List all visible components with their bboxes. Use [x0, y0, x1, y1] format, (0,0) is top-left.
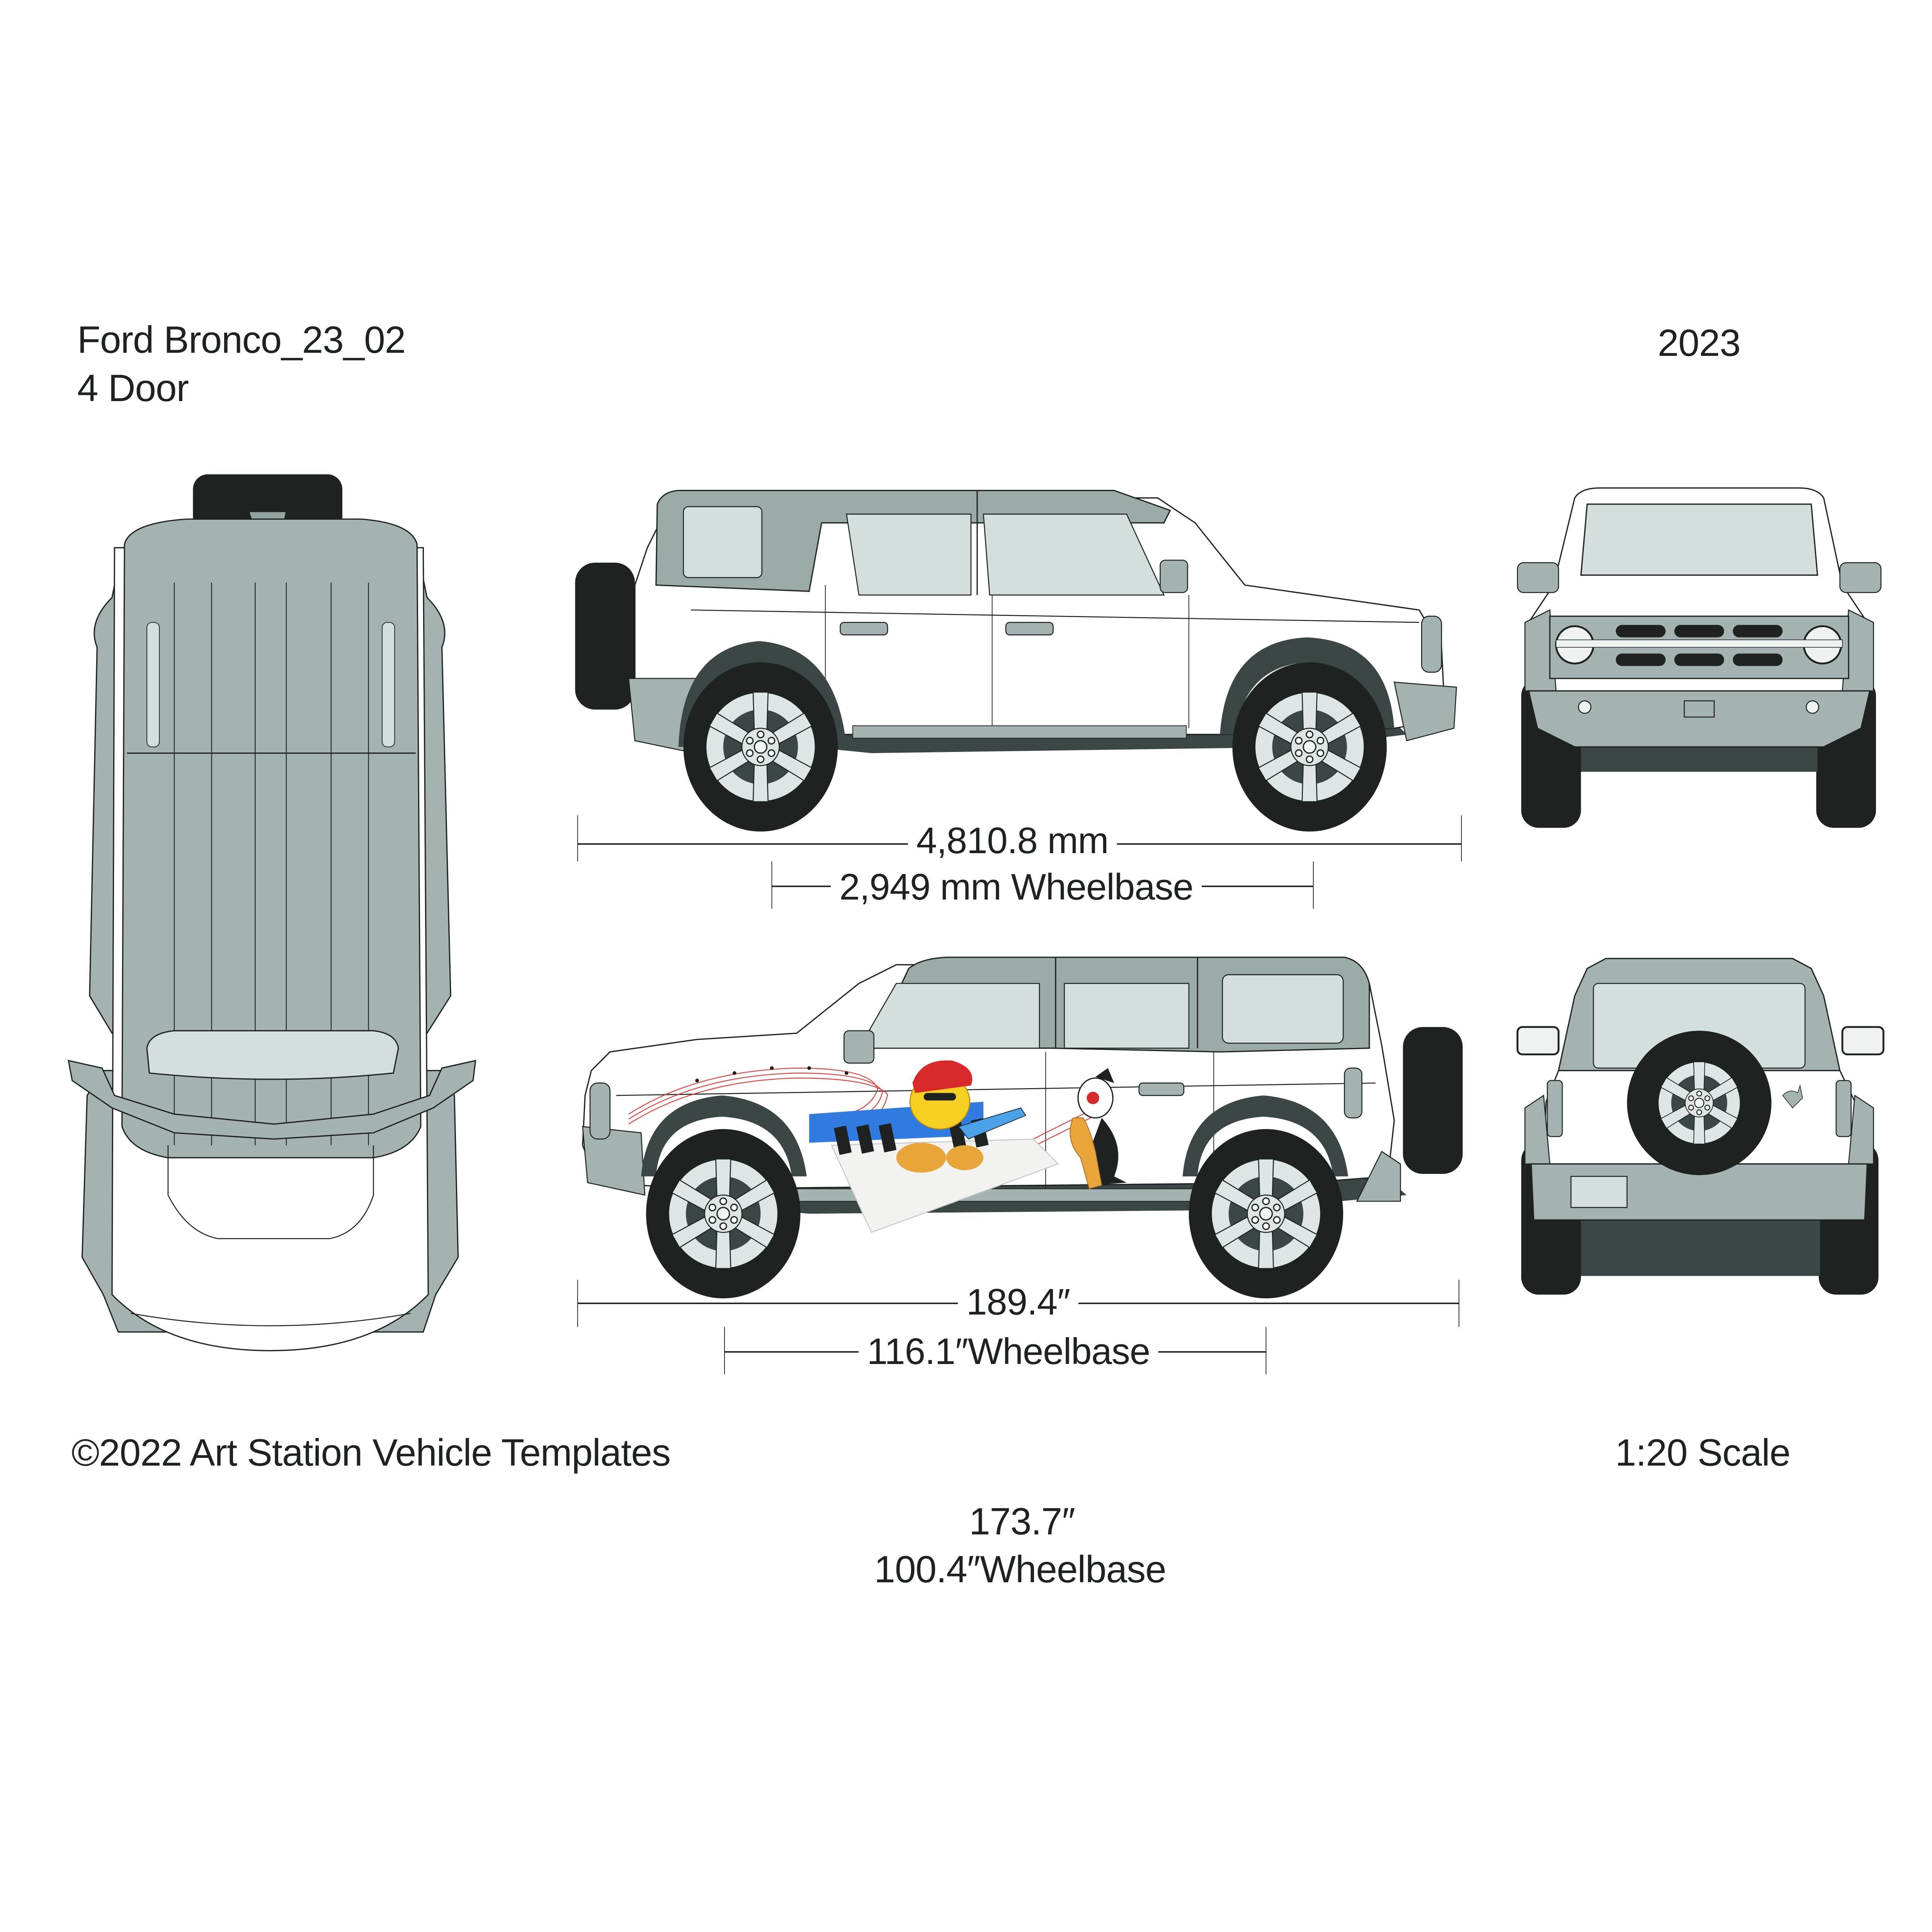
- rear-view: [1516, 958, 1884, 1295]
- side-view-driver: [582, 956, 1463, 1298]
- copyright-notice: ©2022 Art Station Vehicle Templates: [71, 1431, 671, 1474]
- door-count-label: 4 Door: [77, 367, 189, 409]
- wheelbase-metric: 2,949 mm Wheelbase: [831, 869, 1202, 906]
- cartoon-wrap-graphic: [628, 1060, 1127, 1233]
- top-view: [68, 474, 476, 1352]
- template-title: Ford Bronco_23_02: [77, 318, 406, 361]
- overall-length-metric: 4,810.8 mm: [908, 822, 1117, 859]
- front-view: [1517, 487, 1882, 828]
- two-door-length: 173.7″: [969, 1500, 1075, 1543]
- scale-label: 1:20 Scale: [1615, 1431, 1791, 1474]
- model-year-label: 2023: [1658, 321, 1741, 364]
- overall-length-imperial: 189.4″: [957, 1284, 1079, 1321]
- two-door-wheelbase: 100.4″Wheelbase: [874, 1548, 1166, 1590]
- side-view-passenger: [575, 490, 1457, 832]
- wheelbase-imperial: 116.1″Wheelbase: [858, 1333, 1159, 1370]
